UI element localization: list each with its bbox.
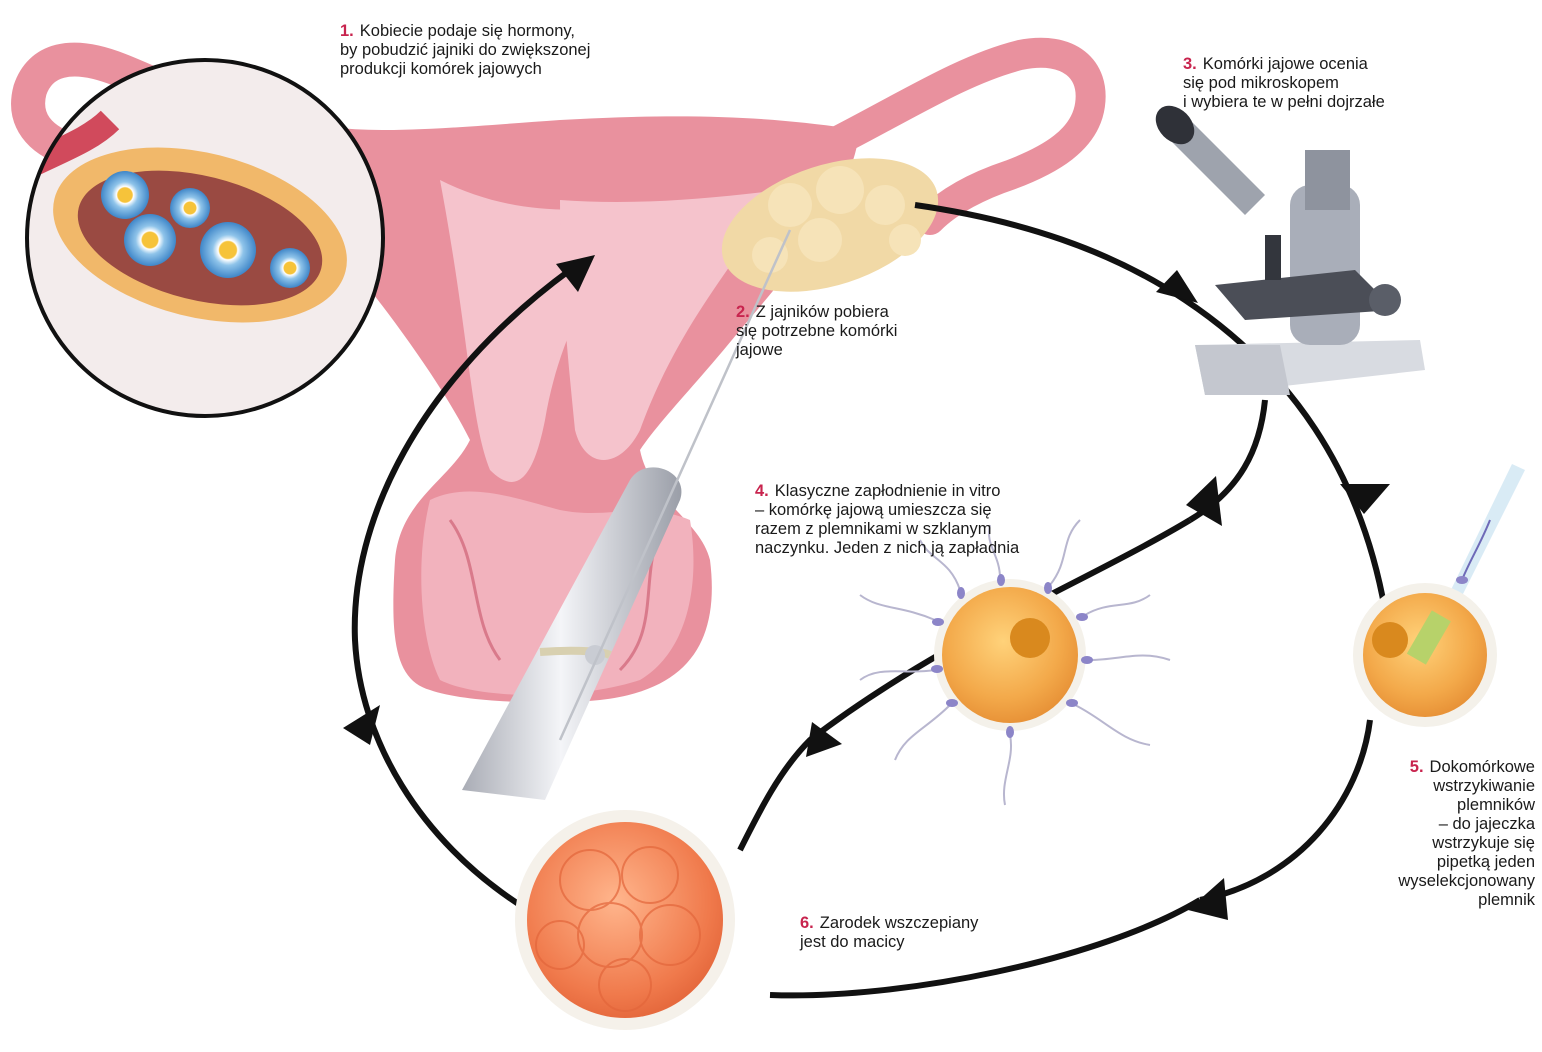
ovary-zoom-circle <box>20 60 383 416</box>
step-4-line-4: naczynku. Jeden z nich ją zapładnia <box>755 539 1019 558</box>
egg-with-sperm-illustration <box>860 520 1170 805</box>
step-3-line-2: się pod mikroskopem <box>1183 74 1385 93</box>
step-2-line-2: się potrzebne komórki <box>736 322 897 341</box>
step-4-text: 4. Klasyczne zapłodnienie in vitro – komó… <box>755 482 1019 558</box>
step-2-number: 2. <box>736 303 750 321</box>
step-4-number: 4. <box>755 482 769 500</box>
step-6-number: 6. <box>800 914 814 932</box>
step-4-line-1: Klasyczne zapłodnienie in vitro <box>775 482 1001 500</box>
step-1-number: 1. <box>340 22 354 40</box>
step-5-line-3: plemników <box>1325 796 1535 815</box>
step-5-line-2: wstrzykiwanie <box>1325 777 1535 796</box>
embryo-illustration <box>515 810 735 1030</box>
step-3-line-3: i wybiera te w pełni dojrzałe <box>1183 93 1385 112</box>
step-1-line-3: produkcji komórek jajowych <box>340 60 590 79</box>
step-5-line-8: plemnik <box>1325 891 1535 910</box>
step-3-text: 3. Komórki jajowe ocenia się pod mikrosko… <box>1183 55 1385 112</box>
step-1-line-1: Kobiecie podaje się hormony, <box>360 22 575 40</box>
step-6-text: 6. Zarodek wszczepiany jest do macicy <box>800 914 978 952</box>
step-1-line-2: by pobudzić jajniki do zwiększonej <box>340 41 590 60</box>
microscope-icon <box>1148 98 1425 395</box>
step-6-line-1: Zarodek wszczepiany <box>820 914 979 932</box>
step-5-line-4: – do jajeczka <box>1325 815 1535 834</box>
step-2-line-3: jajowe <box>736 341 897 360</box>
step-5-text: 5. Dokomórkowe wstrzykiwanie plemników – … <box>1325 758 1535 910</box>
step-5-line-1: Dokomórkowe <box>1430 758 1535 776</box>
icsi-egg-pipette-illustration <box>1353 464 1525 727</box>
step-2-line-1: Z jajników pobiera <box>756 303 889 321</box>
step-4-line-3: razem z plemnikami w szklanym <box>755 520 1019 539</box>
step-3-number: 3. <box>1183 55 1197 73</box>
step-5-line-7: wyselekcjonowany <box>1325 872 1535 891</box>
step-5-line-5: wstrzykuje się <box>1325 834 1535 853</box>
step-5-number: 5. <box>1410 758 1424 776</box>
step-1-text: 1. Kobiecie podaje się hormony, by pobudz… <box>340 22 590 79</box>
step-5-line-6: pipetką jeden <box>1325 853 1535 872</box>
step-2-text: 2. Z jajników pobiera się potrzebne komór… <box>736 303 897 360</box>
step-6-line-2: jest do macicy <box>800 933 978 952</box>
step-4-line-2: – komórkę jajową umieszcza się <box>755 501 1019 520</box>
step-3-line-1: Komórki jajowe ocenia <box>1203 55 1368 73</box>
